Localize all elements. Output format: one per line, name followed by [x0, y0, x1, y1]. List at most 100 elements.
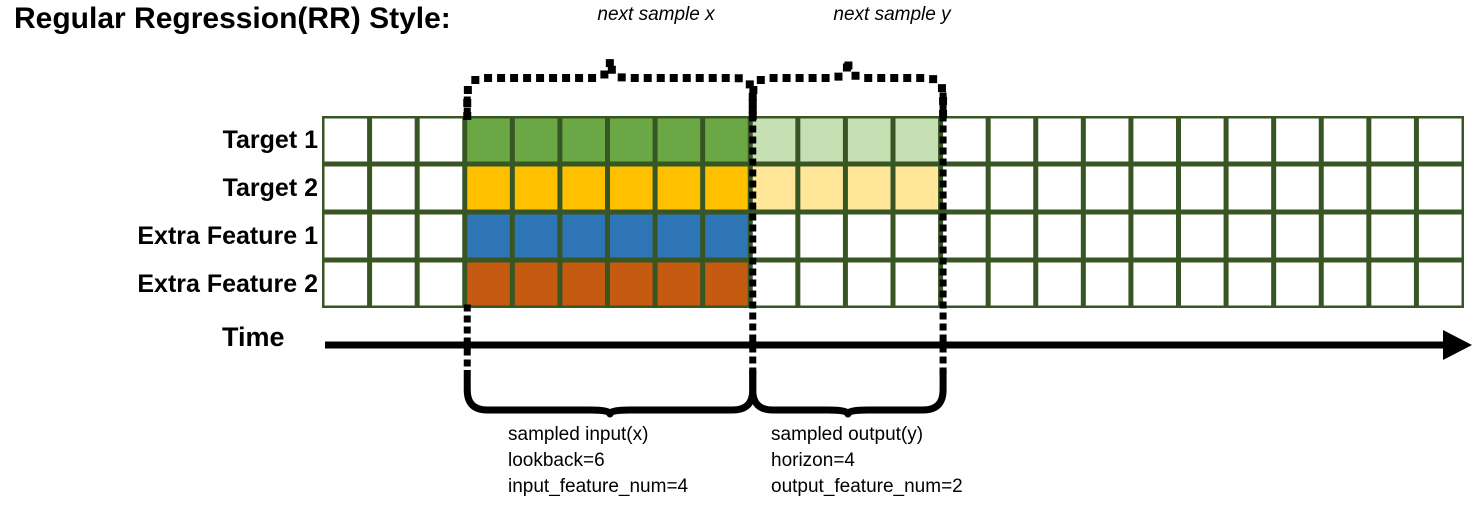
row-label-target-1: Target 1 — [222, 126, 318, 154]
grid-cell — [419, 166, 463, 210]
grid-cell — [657, 262, 701, 306]
grid-cell — [800, 262, 843, 306]
grid-cell — [610, 214, 653, 258]
row-label-target-2: Target 2 — [222, 174, 318, 202]
grid-cell — [1085, 166, 1129, 210]
annotation-next-sample-x: next sample x — [597, 4, 715, 25]
brace-sampled-output — [749, 370, 947, 418]
grid-cell — [372, 214, 415, 258]
grid-cell — [562, 262, 605, 306]
grid-cell — [1038, 214, 1081, 258]
brace-next-sample-x — [463, 59, 757, 120]
grid-cell — [610, 262, 653, 306]
grid-cell — [847, 166, 891, 210]
grid-cell — [1228, 214, 1272, 258]
grid-cell — [1418, 166, 1462, 210]
grid-cell — [419, 214, 463, 258]
grid-cell — [847, 262, 891, 306]
grid-cell — [1371, 262, 1414, 306]
grid-cell — [657, 214, 701, 258]
grid-cell — [562, 214, 605, 258]
grid-cell — [514, 262, 558, 306]
grid-cell — [1276, 214, 1319, 258]
caption-input-line-3: input_feature_num=4 — [508, 476, 689, 497]
caption-output-line-3: output_feature_num=2 — [771, 476, 963, 497]
grid-cell — [1181, 118, 1224, 162]
grid-cell — [752, 214, 796, 258]
grid-cell — [1038, 118, 1081, 162]
grid-cell — [324, 166, 368, 210]
grid-cell — [610, 118, 653, 162]
grid-cell — [847, 214, 891, 258]
grid-cell — [1276, 262, 1319, 306]
caption-sampled-output: sampled output(y) horizon=4 output_featu… — [771, 422, 963, 500]
grid-cell — [562, 166, 605, 210]
grid-cell — [657, 166, 701, 210]
grid-cell — [1038, 166, 1081, 210]
grid-cell — [1418, 118, 1462, 162]
grid-cell — [610, 166, 653, 210]
grid-cell — [943, 166, 986, 210]
grid-cell — [324, 262, 368, 306]
grid-cell — [514, 166, 558, 210]
row-label-extra-feature-1: Extra Feature 1 — [137, 222, 318, 250]
grid-cell — [1371, 166, 1414, 210]
grid-cell — [752, 262, 796, 306]
grid-cell — [324, 214, 368, 258]
grid-cell — [372, 118, 415, 162]
grid-cell — [895, 262, 939, 306]
grid-cell — [895, 118, 939, 162]
grid-cell — [1228, 166, 1272, 210]
time-axis-arrow-icon — [1443, 330, 1472, 360]
grid-cell — [990, 118, 1034, 162]
brace-next-sample-y — [748, 59, 948, 120]
time-axis-label: Time — [222, 322, 285, 352]
brace-sampled-input — [463, 370, 757, 418]
grid-cell — [1085, 262, 1129, 306]
grid-cell — [1418, 214, 1462, 258]
grid-cell — [419, 262, 463, 306]
grid-cell — [990, 214, 1034, 258]
grid-cell — [1181, 166, 1224, 210]
caption-output-line-1: sampled output(y) — [771, 424, 924, 445]
grid-cell — [800, 214, 843, 258]
grid-cell — [1181, 262, 1224, 306]
caption-input-line-1: sampled input(x) — [508, 424, 649, 445]
caption-output-line-2: horizon=4 — [771, 450, 855, 471]
grid-cell — [752, 166, 796, 210]
grid-cell — [705, 214, 748, 258]
grid-cell — [1133, 262, 1176, 306]
grid-cell — [514, 214, 558, 258]
grid-cell — [990, 262, 1034, 306]
page-title: Regular Regression(RR) Style: — [14, 2, 451, 35]
grid-cell — [419, 118, 463, 162]
grid-cell — [1133, 166, 1176, 210]
grid-cell — [1371, 118, 1414, 162]
grid-cell — [1323, 118, 1367, 162]
caption-input-line-2: lookback=6 — [508, 450, 605, 471]
grid-cell — [895, 166, 939, 210]
grid-cell — [847, 118, 891, 162]
grid-cell — [1323, 262, 1367, 306]
grid-cell — [467, 262, 510, 306]
grid-cell — [1085, 118, 1129, 162]
grid-cell — [1085, 214, 1129, 258]
grid-cell — [705, 118, 748, 162]
grid-cell — [943, 262, 986, 306]
grid-cell — [1323, 166, 1367, 210]
grid-cell — [1276, 118, 1319, 162]
grid-cell — [562, 118, 605, 162]
grid-cell — [1418, 262, 1462, 306]
grid-cell — [705, 262, 748, 306]
grid-cell — [1371, 214, 1414, 258]
grid-cell — [752, 118, 796, 162]
annotation-next-sample-y: next sample y — [833, 4, 951, 25]
caption-sampled-input: sampled input(x) lookback=6 input_featur… — [508, 422, 688, 500]
grid-cell — [705, 166, 748, 210]
grid-cell — [657, 118, 701, 162]
grid-cell — [1181, 214, 1224, 258]
grid-cell — [324, 118, 368, 162]
grid-cell — [943, 118, 986, 162]
row-label-extra-feature-2: Extra Feature 2 — [137, 270, 318, 298]
